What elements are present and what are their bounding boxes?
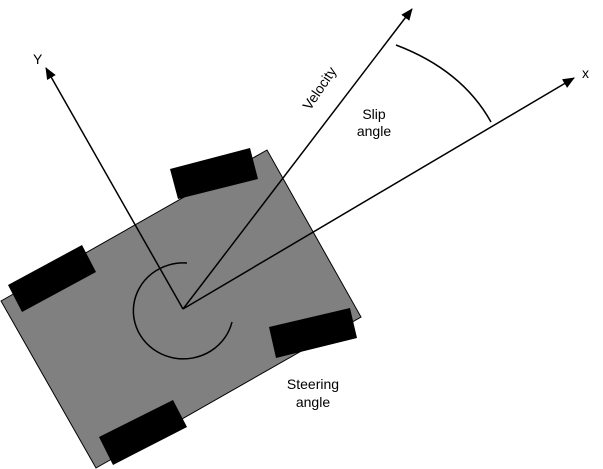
wheel-rear-left [8, 245, 96, 312]
steering-angle-label-line1: Steering [287, 376, 339, 392]
velocity-label: Velocity [299, 64, 339, 113]
wheel-front-left [170, 148, 258, 199]
car-body [0, 149, 362, 469]
wheel-front-right [269, 308, 357, 358]
x-axis-label: x [582, 65, 589, 81]
slip-angle-label-line1: Slip [362, 106, 386, 122]
steering-angle-label-line2: angle [296, 394, 330, 410]
y-axis-arrow [45, 67, 184, 310]
wheel-rear-right [99, 400, 187, 465]
steering-angle-arc [132, 262, 233, 360]
slip-angle-arc [395, 44, 492, 123]
y-axis-label: Y [33, 51, 43, 67]
velocity-arrow [182, 8, 413, 310]
x-axis-arrow [182, 77, 575, 310]
slip-angle-label-line2: angle [357, 123, 391, 139]
